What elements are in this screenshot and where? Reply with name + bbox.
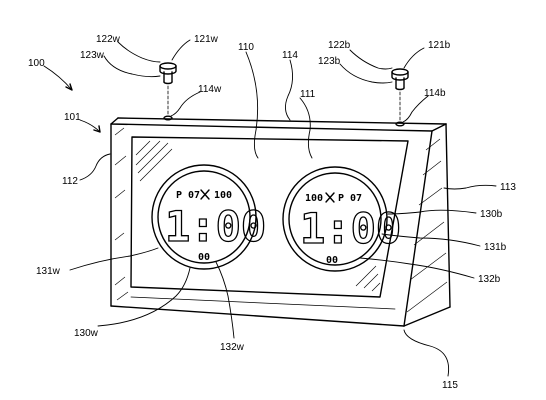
- label-113: 113: [500, 182, 516, 193]
- label-111: 111: [300, 89, 316, 100]
- black-move-count: 100: [305, 193, 323, 204]
- white-move-count: 100: [214, 190, 232, 201]
- label-114b: 114b: [424, 88, 446, 99]
- clock-housing: [110, 115, 451, 327]
- label-123w: 123w: [80, 50, 105, 61]
- button-black: [391, 68, 409, 121]
- button-white: [159, 62, 177, 115]
- label-100: 100: [28, 58, 45, 69]
- label-110: 110: [238, 42, 254, 53]
- white-player-indicator: P 07: [176, 190, 200, 201]
- black-player-indicator: P 07: [338, 193, 362, 204]
- label-122b: 122b: [328, 40, 351, 51]
- reference-numerals: 100 101 110 111 112 113 114 114w 114b 11…: [28, 34, 516, 391]
- white-flag-icon: [200, 189, 210, 200]
- button-hole-black: [395, 121, 405, 127]
- label-114w: 114w: [198, 84, 222, 95]
- black-time-readout: 1:00: [300, 204, 401, 253]
- label-112: 112: [62, 176, 78, 187]
- label-115: 115: [442, 380, 458, 391]
- display-white: P 07 100 1:00 00: [151, 164, 267, 270]
- label-132b: 132b: [478, 274, 501, 285]
- left-bevel-shading: [114, 127, 129, 301]
- label-121b: 121b: [428, 40, 451, 51]
- label-123b: 123b: [318, 56, 341, 67]
- leader-lines: [43, 39, 497, 377]
- label-131w: 131w: [36, 266, 61, 277]
- label-132w: 132w: [220, 342, 245, 353]
- black-flag-icon: [325, 192, 335, 203]
- button-hole-white: [163, 115, 173, 121]
- label-122w: 122w: [96, 34, 121, 45]
- white-time-readout: 1:00: [165, 202, 266, 251]
- display-black: 100 P 07 1:00 00: [282, 166, 402, 272]
- label-130w: 130w: [74, 328, 99, 339]
- label-101: 101: [64, 112, 81, 123]
- label-130b: 130b: [480, 209, 503, 220]
- label-121w: 121w: [194, 34, 219, 45]
- black-seconds: 00: [326, 255, 338, 266]
- label-114: 114: [282, 50, 298, 61]
- panel-glare: [135, 140, 381, 292]
- white-seconds: 00: [198, 252, 210, 263]
- label-131b: 131b: [484, 242, 507, 253]
